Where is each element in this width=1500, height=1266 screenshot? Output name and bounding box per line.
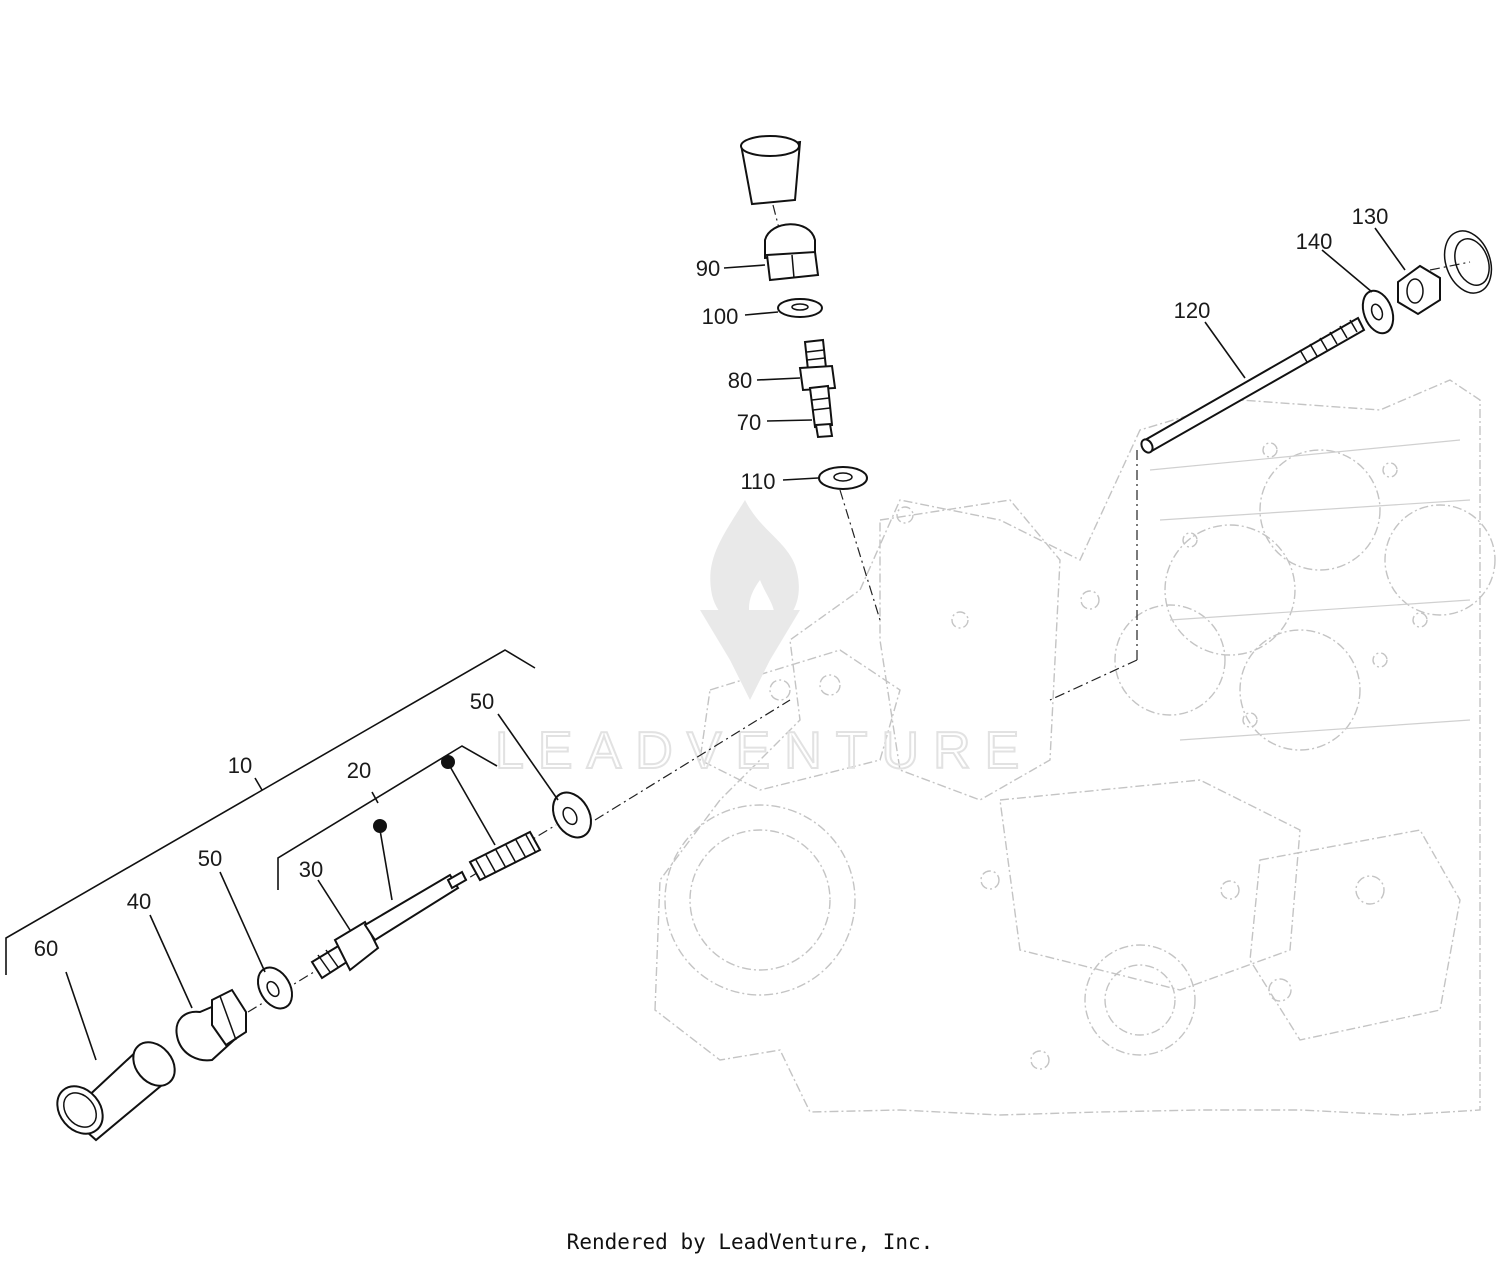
kit-bracket-10 (5, 649, 536, 975)
kit-bracket-20 (277, 745, 498, 890)
callout-120: 120 (1174, 298, 1211, 323)
callout-40: 40 (127, 889, 151, 914)
part-100-washer (777, 298, 823, 318)
callout-100: 100 (702, 304, 739, 329)
callout-30: 30 (299, 857, 323, 882)
callout-110: 110 (740, 469, 775, 494)
callout-70: 70 (737, 410, 761, 435)
callout-10: 10 (228, 753, 252, 778)
marker-dot-spring (441, 755, 455, 769)
part-110-washer (818, 466, 868, 490)
callout-90: 90 (696, 256, 720, 281)
callout-140: 140 (1296, 229, 1333, 254)
part-60-sleeve (56, 1041, 176, 1142)
callout-60: 60 (34, 936, 58, 961)
part-140-washer (1361, 289, 1395, 335)
part-90-cap-nut (764, 223, 820, 282)
end-cap (1443, 230, 1493, 294)
callout-20: 20 (347, 758, 371, 783)
marker-dot-30 (373, 819, 387, 833)
callout-50-left: 50 (198, 846, 222, 871)
watermark-logo (700, 500, 800, 700)
engine-block-outline (654, 379, 1496, 1116)
part-80-70-valve-body (798, 338, 837, 439)
callout-130: 130 (1352, 204, 1389, 229)
callout-labels: 10 20 30 40 50 50 60 70 80 90 100 110 12… (34, 204, 1389, 961)
part-130-nut (1397, 264, 1441, 316)
watermark-text: LEADVENTURE (495, 722, 1033, 780)
part-50-washer-right (552, 791, 592, 839)
callout-50-right: 50 (470, 689, 494, 714)
part-50-washer-left (256, 966, 294, 1010)
footer-credit: Rendered by LeadVenture, Inc. (566, 1230, 934, 1254)
part-30-valve-body (310, 870, 468, 980)
part-40-cap-nut (175, 988, 247, 1062)
sleeve-top (740, 135, 802, 206)
callout-leaders (65, 227, 1406, 1061)
spring (468, 830, 542, 882)
part-120-stud (1140, 316, 1366, 454)
callout-80: 80 (728, 368, 752, 393)
